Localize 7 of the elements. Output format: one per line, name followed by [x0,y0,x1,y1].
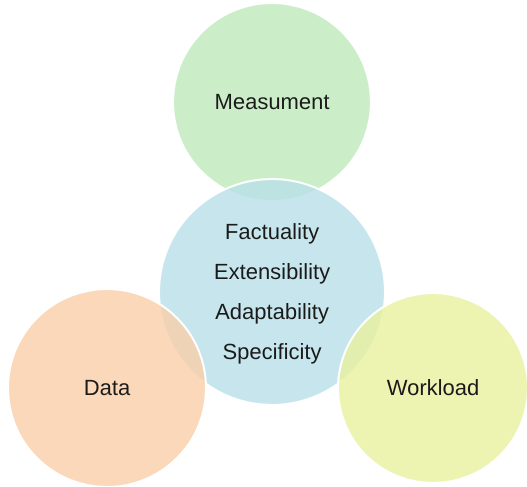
circle-label: Factuality [224,218,320,246]
circle-label: Adaptability [215,298,329,326]
circle-label: Data [84,374,130,402]
circle-label: Workload [386,374,480,402]
circle-label: Extensibility [214,258,330,286]
circle-label: Specificity [222,338,322,366]
circle-label: Measument [214,88,330,116]
